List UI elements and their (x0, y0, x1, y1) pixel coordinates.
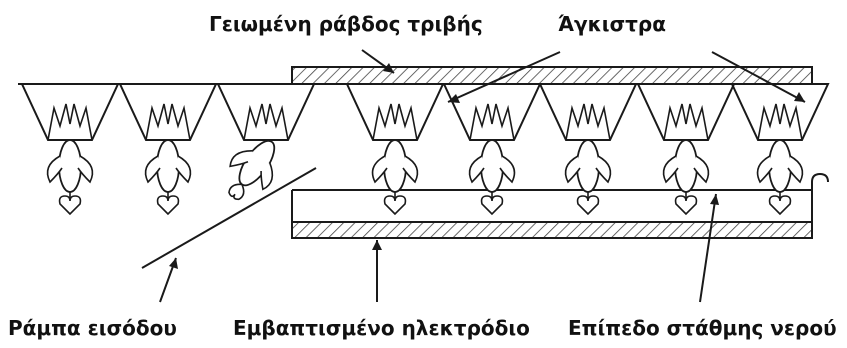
arrowhead-hook-left (448, 94, 460, 103)
bird-feet (469, 103, 515, 141)
bird-feet (145, 103, 191, 141)
shackle-with-bird (20, 83, 120, 216)
arrow-hook-left (447, 51, 561, 103)
label-submerged-electrode: Εμβαπτισμένο ηλεκτρόδιο (233, 316, 530, 340)
bird-wing-right (175, 155, 192, 184)
bird-body (383, 139, 407, 193)
shackle (118, 83, 218, 141)
bird-feet (243, 103, 289, 141)
tank-rim-hook (811, 172, 829, 190)
bird-wing-left (371, 155, 388, 184)
bird-body (576, 139, 600, 193)
bird-feet (757, 103, 803, 141)
bird-tilted (228, 139, 276, 201)
bird-wing-left (229, 150, 254, 168)
entry-ramp (141, 167, 317, 269)
bird-wing-right (499, 155, 516, 184)
label-water-level: Επίπεδο στάθμης νερού (568, 316, 837, 340)
shackle (538, 83, 638, 141)
bird-wing-left (144, 155, 161, 184)
shackle (636, 83, 736, 141)
bird-head (383, 195, 407, 216)
shackle-with-bird (442, 83, 542, 216)
bird-wing-right (693, 155, 710, 184)
bird-wing-left (468, 155, 485, 184)
arrowhead-ramp (169, 258, 178, 269)
bird-wing-right (402, 155, 419, 184)
bird-wing-left (756, 155, 773, 184)
shackle-with-bird (538, 83, 638, 216)
bird-head (768, 195, 792, 216)
grounded-rubbing-rod (291, 66, 813, 85)
bird-body (58, 139, 82, 193)
bird-body (480, 139, 504, 193)
arrowhead-hook-right (794, 92, 805, 102)
pointer-arrows (159, 49, 806, 303)
bird-head (58, 195, 82, 216)
shackle-with-bird (730, 83, 830, 216)
bird-body (674, 139, 698, 193)
shackle (216, 83, 316, 141)
label-entry-ramp: Ράμπα εισόδου (8, 316, 177, 340)
bird-head (576, 195, 600, 216)
bird-wing-right (260, 161, 274, 191)
shackle (442, 83, 542, 141)
submerged-electrode (291, 221, 813, 239)
bird-feet (565, 103, 611, 141)
label-grounded-rod: Γειωμένη ράβδος τριβής (209, 12, 483, 36)
shackle-with-bird (636, 83, 736, 216)
shackle-with-bird (216, 83, 316, 201)
bird-body (768, 139, 792, 193)
bird-feet (663, 103, 709, 141)
bird-wing-right (787, 155, 804, 184)
bird-feet (372, 103, 418, 141)
shackle (730, 83, 830, 141)
bird-head (674, 195, 698, 216)
bird-wing-right (595, 155, 612, 184)
shackles-group (20, 83, 830, 216)
arrowhead-rod (383, 63, 394, 73)
shackle-with-bird (118, 83, 218, 216)
bird-feet (47, 103, 93, 141)
arrowhead-electrode (372, 240, 382, 250)
arrow-hook-right (711, 51, 806, 103)
bird-head (156, 195, 180, 216)
bird-head (480, 195, 504, 216)
bird-head (228, 183, 245, 201)
arrow-water (699, 193, 717, 303)
shackle (20, 83, 120, 141)
shackle (345, 83, 445, 141)
bird-wing-right (77, 155, 94, 184)
shackle-with-bird (345, 83, 445, 216)
bird-wing-left (46, 155, 63, 184)
bird-wing-left (564, 155, 581, 184)
bird-body (156, 139, 180, 193)
arrowhead-water (710, 194, 719, 205)
label-hooks: Άγκιστρα (558, 12, 666, 36)
bird-wing-left (662, 155, 679, 184)
